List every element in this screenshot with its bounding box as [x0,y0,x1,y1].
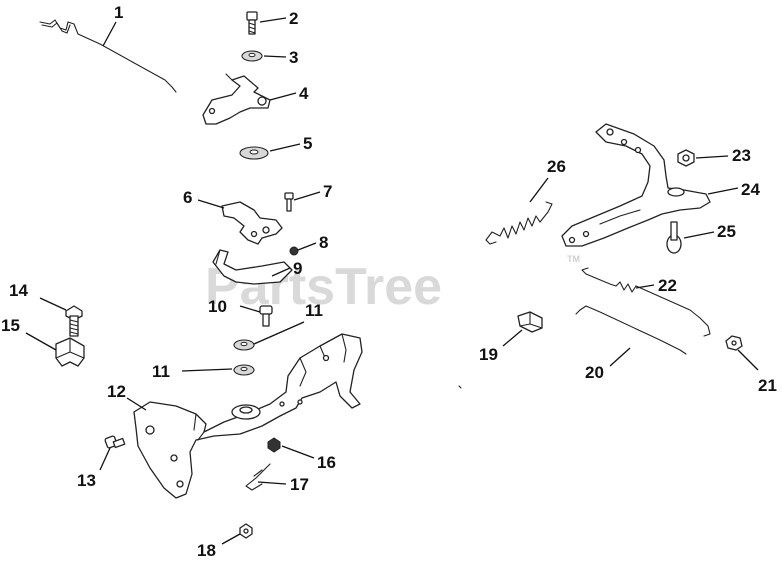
leader-11b [181,368,233,372]
leader-22 [635,284,655,289]
callout-18: 18 [197,541,216,560]
callout-23: 23 [732,146,751,165]
leader-15 [25,332,57,351]
part-26-spring[interactable] [485,201,553,245]
watermark: PartsTree [205,258,442,316]
part-19-clip[interactable] [517,311,543,333]
part-1-link-rod[interactable] [39,19,177,93]
leader-12 [126,397,147,411]
callout-17: 17 [290,475,309,494]
part-24-throttle-lever[interactable] [561,123,711,247]
leader-10 [239,305,261,313]
leader-19 [502,329,523,347]
leader-17 [257,481,287,485]
part-21-nut[interactable] [725,335,743,351]
leader-2 [259,17,287,23]
part-15-clip[interactable] [55,337,85,367]
leader-7 [293,191,321,201]
part-11-washer-lower[interactable] [233,364,255,376]
callout-13: 13 [77,471,96,490]
callout-11-lower: 11 [152,362,170,381]
part-4-lever[interactable] [202,73,271,125]
callout-2: 2 [289,9,298,28]
part-2-screw[interactable] [246,11,258,35]
part-11-washer-upper[interactable] [233,339,255,351]
leader-26 [529,177,549,203]
part-10-screw[interactable] [259,305,273,327]
leader-3 [263,55,287,58]
leader-21 [737,349,759,371]
callout-7: 7 [323,182,332,201]
callout-11-upper: 11 [305,301,323,320]
leader-25 [683,231,715,239]
leader-4 [269,92,297,101]
part-25-bolt[interactable] [666,221,682,254]
callout-26: 26 [547,157,566,176]
leader-23 [695,155,729,159]
callout-25: 25 [717,222,736,241]
part-12-main-bracket[interactable] [133,333,363,499]
callout-5: 5 [303,134,312,153]
callout-24: 24 [741,180,760,199]
callout-1: 1 [114,3,123,22]
callout-labels: 1 2 3 4 5 6 7 8 9 10 11 11 12 13 14 15 1… [1,3,777,560]
callout-8: 8 [319,233,328,252]
leader-1 [102,21,117,47]
leader-14 [39,297,67,311]
watermark-trademark: TM [567,254,580,264]
leader-11a [253,321,305,345]
callout-3: 3 [289,48,298,67]
part-7-screw[interactable] [284,192,294,212]
part-18-nut[interactable] [239,523,253,539]
part-22-spring[interactable] [581,267,711,337]
callout-6: 6 [183,188,192,207]
callout-14: 14 [9,281,28,300]
leader-24 [707,187,739,195]
part-6-bracket[interactable] [221,201,283,245]
callout-22: 22 [658,276,677,295]
callout-21: 21 [758,376,777,395]
callout-10: 10 [208,297,227,316]
leader-18 [221,533,241,545]
part-14-bolt[interactable] [65,305,83,337]
leader-6 [197,199,225,209]
callout-19: 19 [479,345,498,364]
stray-mark [458,385,462,389]
part-20-rod[interactable] [575,305,687,355]
leader-9 [271,267,291,277]
callout-4: 4 [299,84,309,103]
leader-20 [609,347,631,367]
part-5-washer[interactable] [239,146,269,160]
leader-8 [297,242,317,251]
part-8-nut[interactable] [289,246,299,256]
part-17-spring-clip[interactable] [245,463,271,491]
leader-lines [25,17,759,545]
callout-9: 9 [293,259,302,278]
callout-20: 20 [585,363,604,382]
part-3-washer[interactable] [241,50,263,62]
leader-13 [99,447,111,471]
leader-5 [269,143,301,152]
part-13-screw[interactable] [104,435,126,449]
callout-16: 16 [317,453,336,472]
leader-16 [281,445,315,459]
part-23-nut[interactable] [677,149,695,167]
callout-15: 15 [1,316,20,335]
callout-12: 12 [107,382,126,401]
part-16-nut[interactable] [267,437,281,453]
